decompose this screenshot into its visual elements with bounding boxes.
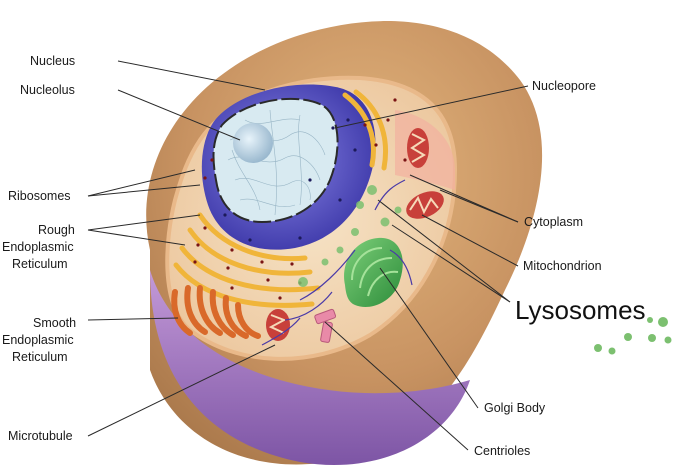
leader-lines — [87, 60, 529, 451]
mitochondrion-lower — [266, 309, 290, 341]
label-microtubule: Microtubule — [8, 429, 73, 443]
lysosomes-outside — [594, 317, 672, 355]
lysosomes-in-cell — [298, 185, 402, 287]
nucleolus — [233, 123, 273, 163]
label-rough-er-line2: Endoplasmic — [2, 240, 74, 254]
smooth-endoplasmic-reticulum — [171, 285, 261, 339]
label-golgi-body: Golgi Body — [484, 401, 546, 415]
label-nucleolus: Nucleolus — [20, 83, 75, 97]
label-smooth-er-line2: Endoplasmic — [2, 333, 74, 347]
label-nucleus: Nucleus — [30, 54, 75, 68]
nucleopores — [223, 118, 357, 242]
label-lysosomes: Lysosomes — [515, 295, 646, 325]
label-rough-er-line1: Rough — [38, 223, 75, 237]
label-smooth-er-line3: Reticulum — [12, 350, 68, 364]
chromatin — [227, 109, 326, 216]
label-rough-er-line3: Reticulum — [12, 257, 68, 271]
mitochondrion-upper — [407, 128, 429, 168]
label-cytoplasm: Cytoplasm — [524, 215, 583, 229]
rough-endoplasmic-reticulum — [173, 89, 389, 308]
microtubules — [261, 179, 413, 346]
mitochondrion-right — [406, 191, 444, 219]
cell-lower-region — [150, 270, 470, 466]
label-centrioles: Centrioles — [474, 444, 530, 458]
golgi-body — [344, 237, 403, 308]
label-ribosomes: Ribosomes — [8, 189, 71, 203]
label-nucleopore: Nucleopore — [532, 79, 596, 93]
label-mitochondrion: Mitochondrion — [523, 259, 602, 273]
centrioles — [314, 308, 337, 343]
label-smooth-er-line1: Smooth — [33, 316, 76, 330]
